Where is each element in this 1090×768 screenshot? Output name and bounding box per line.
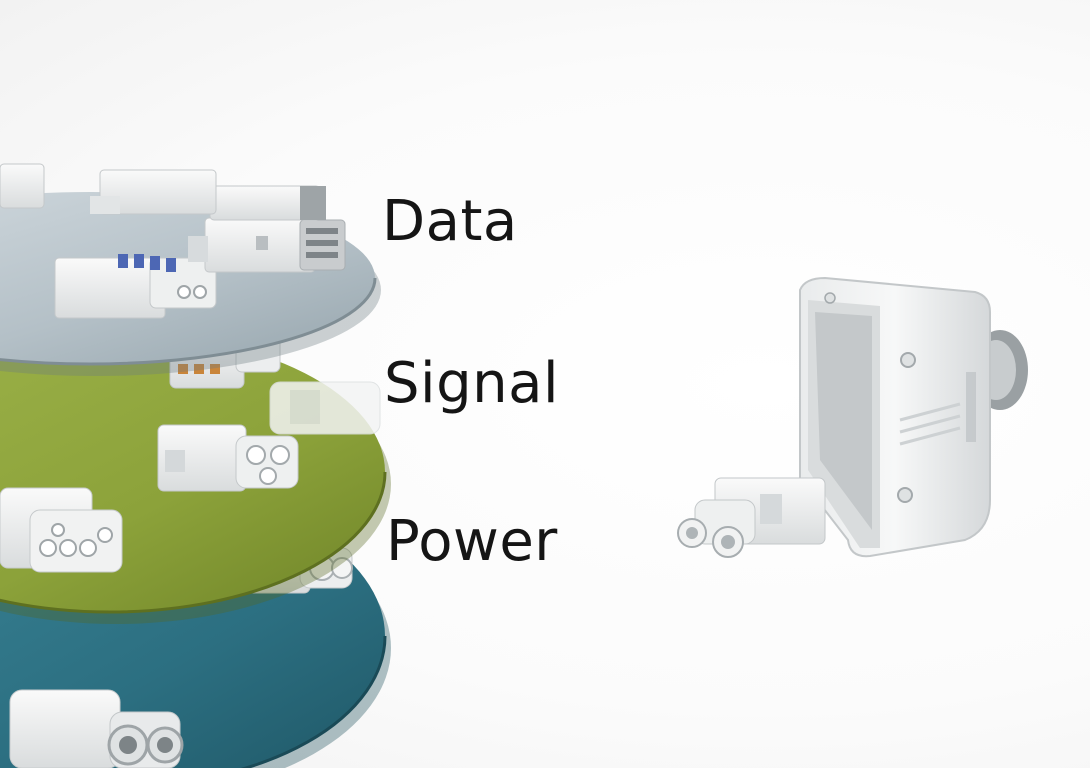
signal-connector-blurred bbox=[269, 381, 381, 435]
data-connector-edge bbox=[0, 163, 45, 209]
signal-connector-3pin bbox=[157, 424, 299, 492]
data-layer-label: Data bbox=[382, 189, 518, 254]
power-connector-large bbox=[9, 689, 184, 768]
data-connector-rear bbox=[209, 185, 326, 221]
data-connector-rj bbox=[188, 217, 346, 273]
signal-layer-label: Signal bbox=[384, 351, 560, 416]
data-connector-blue bbox=[54, 254, 217, 319]
signal-connector-multi bbox=[0, 487, 123, 573]
power-layer-label: Power bbox=[386, 509, 558, 574]
inserted-power-connector bbox=[677, 477, 826, 558]
connector-housing bbox=[799, 276, 1028, 558]
data-connector-far bbox=[90, 169, 217, 215]
